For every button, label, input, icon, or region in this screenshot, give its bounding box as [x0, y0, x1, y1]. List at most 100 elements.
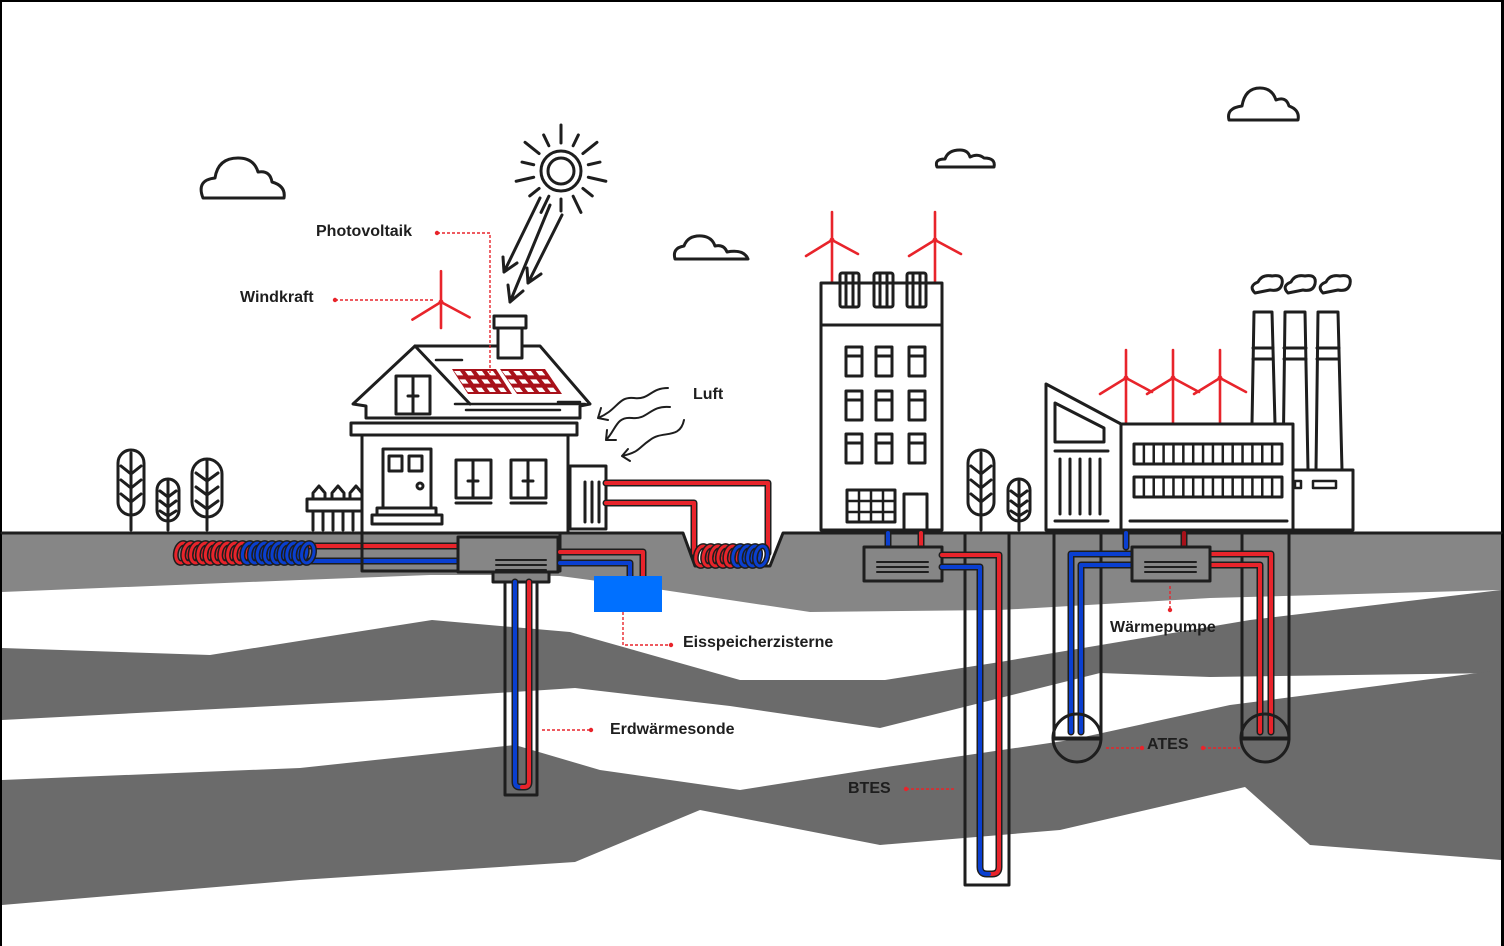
- smokestack: [1314, 310, 1344, 472]
- turbine-blade: [933, 238, 963, 256]
- smokestack: [1250, 310, 1277, 426]
- turbine-hub: [1170, 375, 1176, 381]
- cloud-icon: [672, 234, 750, 261]
- turbine-blade: [1098, 376, 1128, 396]
- turbine-blade: [1171, 376, 1201, 394]
- sun-ray-arrow: [525, 213, 564, 285]
- solar-cell: [524, 387, 535, 392]
- turbine-blade: [1192, 376, 1222, 396]
- turbine-blade: [804, 238, 834, 258]
- tree-icon: [966, 448, 996, 532]
- rooftop-window: [905, 271, 928, 309]
- window: [907, 389, 927, 422]
- solar-cell: [513, 387, 523, 392]
- chimney: [496, 326, 524, 360]
- cloud-icon: [1227, 86, 1300, 122]
- sun-icon: [501, 123, 608, 304]
- rooftop-window: [838, 271, 861, 309]
- ice-storage-cistern: [594, 576, 662, 612]
- apartment-building: [804, 210, 1011, 887]
- solar-cell: [464, 387, 474, 392]
- turbine-hub: [1123, 375, 1129, 381]
- sun-ray: [520, 160, 536, 167]
- tree-icon: [155, 477, 181, 532]
- turbine-blade: [439, 300, 471, 319]
- callout-eisspeicherzisterne: Eisspeicherzisterne: [622, 612, 833, 651]
- coil-loop-fill: [753, 544, 769, 568]
- solar-cell: [470, 379, 480, 384]
- solar-cell: [454, 371, 464, 376]
- wind-turbine: [1098, 348, 1154, 426]
- sun-ray: [514, 175, 536, 183]
- solar-cell: [530, 379, 540, 384]
- air-flow-arrows: [597, 387, 685, 462]
- sun-ray-arrow: [501, 196, 542, 274]
- solar-cell: [547, 387, 557, 392]
- sun-ray: [539, 194, 551, 214]
- callout-ates: ATES: [1106, 736, 1240, 753]
- label-luft: Luft: [693, 386, 724, 403]
- heat-pump: [456, 535, 560, 574]
- turbine-hub: [1217, 375, 1223, 381]
- window: [844, 432, 864, 465]
- label-windkraft: Windkraft: [240, 289, 314, 306]
- window-strip: [1132, 442, 1284, 466]
- turbine-hub: [438, 299, 444, 305]
- solar-panels: [452, 369, 562, 394]
- cloud-icon: [934, 148, 996, 169]
- sun-ray: [571, 133, 580, 148]
- sun-ray: [571, 194, 583, 214]
- solar-cell: [513, 371, 523, 376]
- solar-cell: [497, 387, 507, 392]
- wind-turbine: [411, 269, 471, 330]
- heat-pump: [1130, 545, 1212, 583]
- window: [907, 432, 927, 465]
- solar-cell: [535, 387, 546, 392]
- label-photovoltaik: Photovoltaik: [316, 223, 412, 240]
- sun-ray: [523, 140, 541, 156]
- turbine-blade: [907, 238, 937, 258]
- solar-cell: [541, 379, 552, 384]
- solar-cell: [481, 379, 491, 384]
- sun-ray: [586, 175, 608, 183]
- label-ates: ATES: [1147, 736, 1189, 753]
- solar-cell: [507, 379, 518, 384]
- smoke-icon: [1250, 274, 1352, 295]
- btes-borehole: [938, 531, 1011, 887]
- solar-cell: [476, 371, 486, 376]
- wind-turbine: [907, 210, 963, 285]
- wind-turbine: [804, 210, 860, 285]
- window: [874, 345, 894, 378]
- tree-icon: [190, 457, 224, 532]
- label-eisspeicherzisterne: Eisspeicherzisterne: [683, 634, 833, 651]
- sun-ray: [528, 186, 541, 198]
- window: [874, 389, 894, 422]
- turbine-blade: [830, 238, 860, 256]
- ates-well-warm: [1239, 712, 1291, 764]
- coil-loop-fill: [292, 541, 309, 565]
- solar-cell: [518, 379, 529, 384]
- solar-cell: [535, 371, 546, 376]
- coil-loop-fill: [300, 541, 316, 565]
- solar-cell: [475, 387, 485, 392]
- solar-cell: [524, 371, 535, 376]
- tree-icon: [1006, 477, 1032, 532]
- callout-luft: Luft: [693, 386, 724, 403]
- solar-cell: [492, 379, 502, 384]
- borehole-probe: [503, 578, 539, 797]
- soil-layer-1: [2, 590, 1501, 728]
- factory: [1044, 274, 1355, 764]
- callout-erdwaermesonde: Erdwärmesonde: [542, 721, 735, 738]
- house: [172, 269, 772, 797]
- label-btes: BTES: [848, 780, 891, 797]
- soil-layer-2: [2, 670, 1501, 905]
- tree-icon: [116, 448, 146, 532]
- turbine-hub: [829, 237, 835, 243]
- window: [844, 345, 864, 378]
- callout-waermepumpe: Wärmepumpe: [1110, 586, 1216, 636]
- callouts: Photovoltaik Windkraft Luft Eisspeicherz…: [240, 223, 1240, 797]
- turbine-hub: [932, 237, 938, 243]
- turbine-blade: [1218, 376, 1248, 394]
- sun-ray: [581, 140, 599, 156]
